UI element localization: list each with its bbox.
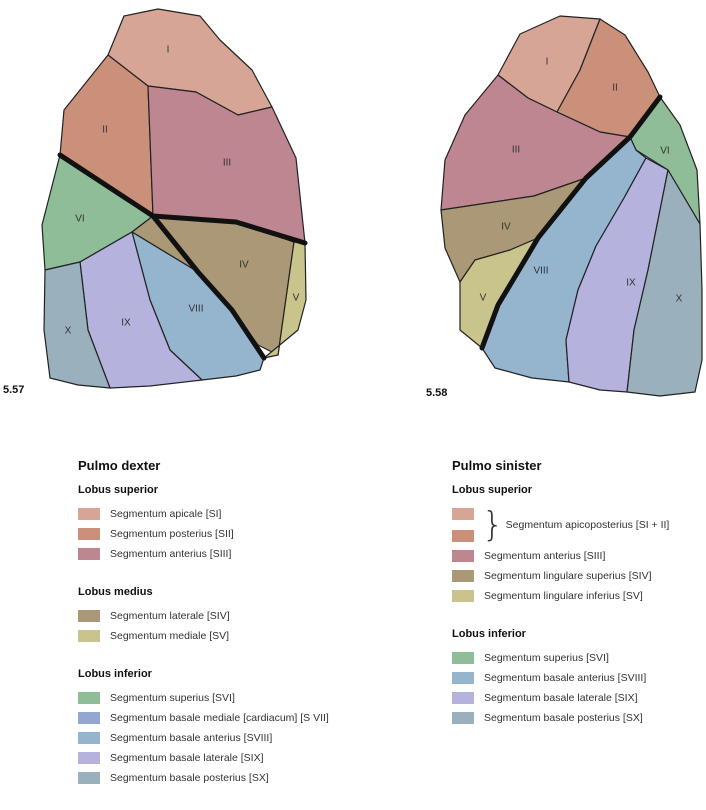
legend-item-label: Segmentum apicale [SI]	[110, 508, 222, 520]
legend-item-label: Segmentum posterius [SII]	[110, 528, 234, 540]
color-swatch	[78, 508, 100, 520]
legend-item-label: Segmentum laterale [SIV]	[110, 610, 230, 622]
legend-sinister-lobus-inferior: Lobus inferior Segmentum superius [SVI] …	[452, 628, 669, 728]
sinister-seg-X	[626, 169, 703, 397]
legend-item-label: Segmentum lingulare superius [SIV]	[484, 570, 652, 582]
color-swatch	[78, 610, 100, 622]
sinister-label-III: III	[512, 145, 520, 156]
sinister-label-X: X	[676, 294, 683, 305]
dexter-horizontal-fissure	[150, 213, 308, 246]
legend-item: Segmentum basale anterius [SVIII]	[78, 728, 329, 748]
legend-item-apicoposterius: } Segmentum apicoposterius [SI + II]	[452, 504, 669, 546]
brace-icon: }	[482, 505, 504, 545]
color-swatch	[78, 692, 100, 704]
legend-item: Segmentum superius [SVI]	[78, 688, 329, 708]
dexter-oblique-fissure	[57, 152, 267, 361]
legend-item: Segmentum apicale [SI]	[78, 504, 329, 524]
color-swatch	[452, 570, 474, 582]
dexter-label-I: I	[167, 45, 170, 56]
legend-item: Segmentum basale posterius [SX]	[452, 708, 669, 728]
legend-item: Segmentum basale mediale [cardiacum] [S …	[78, 708, 329, 728]
sinister-label-VIII: VIII	[533, 266, 548, 277]
sinister-label-I: I	[546, 57, 549, 68]
legend-item-label: Segmentum lingulare inferius [SV]	[484, 590, 643, 602]
color-swatch	[452, 712, 474, 724]
sinister-label-VI: VI	[660, 146, 669, 157]
legend-item: Segmentum laterale [SIV]	[78, 606, 329, 626]
color-swatch	[452, 550, 474, 562]
color-swatch	[452, 672, 474, 684]
color-swatch	[452, 590, 474, 602]
figure-label-5-58: 5.58	[426, 387, 447, 399]
legend-item: Segmentum basale posterius [SX]	[78, 768, 329, 788]
dexter-label-IX: IX	[121, 318, 131, 329]
dexter-label-IV: IV	[239, 260, 249, 271]
swatch-pair	[452, 508, 484, 542]
legend-item-label: Segmentum basale laterale [SIX]	[484, 692, 638, 704]
color-swatch	[452, 692, 474, 704]
sinister-oblique-fissure	[479, 94, 663, 351]
legend-item-label: Segmentum basale anterius [SVIII]	[110, 732, 273, 744]
legend-item: Segmentum basale anterius [SVIII]	[452, 668, 669, 688]
color-swatch	[452, 652, 474, 664]
color-swatch	[452, 530, 474, 542]
dexter-seg-X	[43, 261, 111, 389]
legend-item: Segmentum lingulare superius [SIV]	[452, 566, 669, 586]
color-swatch	[78, 528, 100, 540]
legend-item-label: Segmentum superius [SVI]	[484, 652, 609, 664]
color-swatch	[78, 772, 100, 784]
legend-item-label: Segmentum mediale [SV]	[110, 630, 230, 642]
dexter-label-II: II	[102, 125, 108, 136]
lung-segment-diagram: I II III IV V VI VIII IX X 5.57 I II III…	[3, 8, 703, 399]
legend-item: Segmentum posterius [SII]	[78, 524, 329, 544]
legend-item-label: Segmentum anterius [SIII]	[110, 548, 232, 560]
legend-sinister-lobus-superior: Lobus superior } Segmentum apicoposteriu…	[452, 484, 669, 606]
legend-dexter-superior-title: Lobus superior	[78, 484, 159, 496]
legend-sinister-inferior-title: Lobus inferior	[452, 628, 526, 640]
legend-dexter-lobus-superior: Lobus superior Segmentum apicale [SI] Se…	[78, 484, 329, 564]
legend-item-label: Segmentum basale posterius [SX]	[484, 712, 643, 724]
legend-item-label: Segmentum apicoposterius [SI + II]	[505, 519, 670, 531]
sinister-label-IV: IV	[501, 222, 511, 233]
legend-dexter-inferior-title: Lobus inferior	[78, 668, 152, 680]
color-swatch	[78, 712, 100, 724]
legend-dexter-title: Pulmo dexter	[78, 458, 161, 473]
legend-item: Segmentum anterius [SIII]	[78, 544, 329, 564]
legend-dexter-medius-title: Lobus medius	[78, 586, 153, 598]
legend-item: Segmentum anterius [SIII]	[452, 546, 669, 566]
color-swatch	[452, 508, 474, 520]
legend-pulmo-dexter: Pulmo dexter Lobus superior Segmentum ap…	[78, 458, 329, 810]
legend-item-label: Segmentum basale mediale [cardiacum] [S …	[110, 712, 329, 724]
dexter-label-VIII: VIII	[188, 304, 203, 315]
legend-item-label: Segmentum basale laterale [SIX]	[110, 752, 264, 764]
legend-item-label: Segmentum anterius [SIII]	[484, 550, 606, 562]
color-swatch	[78, 548, 100, 560]
sinister-label-IX: IX	[626, 278, 636, 289]
sinister-label-V: V	[480, 293, 487, 304]
legend-item-label: Segmentum superius [SVI]	[110, 692, 235, 704]
color-swatch	[78, 630, 100, 642]
color-swatch	[78, 752, 100, 764]
legend-item: Segmentum basale laterale [SIX]	[78, 748, 329, 768]
legend-item-label: Segmentum basale posterius [SX]	[110, 772, 269, 784]
legend-item: Segmentum mediale [SV]	[78, 626, 329, 646]
legend-dexter-lobus-inferior: Lobus inferior Segmentum superius [SVI] …	[78, 668, 329, 788]
legend-dexter-lobus-medius: Lobus medius Segmentum laterale [SIV] Se…	[78, 586, 329, 646]
legend-item-label: Segmentum basale anterius [SVIII]	[484, 672, 647, 684]
figure-label-5-57: 5.57	[3, 384, 24, 396]
legend-item: Segmentum lingulare inferius [SV]	[452, 586, 669, 606]
color-swatch	[78, 732, 100, 744]
sinister-label-II: II	[612, 83, 618, 94]
dexter-label-V: V	[293, 293, 300, 304]
right-lung-figure: I II III IV V VI VIII IX X 5.57	[3, 8, 308, 396]
left-lung-figure: I II III IV V VI VIII IX X 5.58	[426, 15, 703, 399]
legend-sinister-superior-title: Lobus superior	[452, 484, 533, 496]
legend-pulmo-sinister: Pulmo sinister Lobus superior } Segmentu…	[452, 458, 669, 750]
legend-sinister-title: Pulmo sinister	[452, 458, 542, 473]
dexter-label-III: III	[223, 158, 231, 169]
legend-item: Segmentum superius [SVI]	[452, 648, 669, 668]
dexter-label-VI: VI	[75, 214, 84, 225]
dexter-label-X: X	[65, 326, 72, 337]
legend-item: Segmentum basale laterale [SIX]	[452, 688, 669, 708]
